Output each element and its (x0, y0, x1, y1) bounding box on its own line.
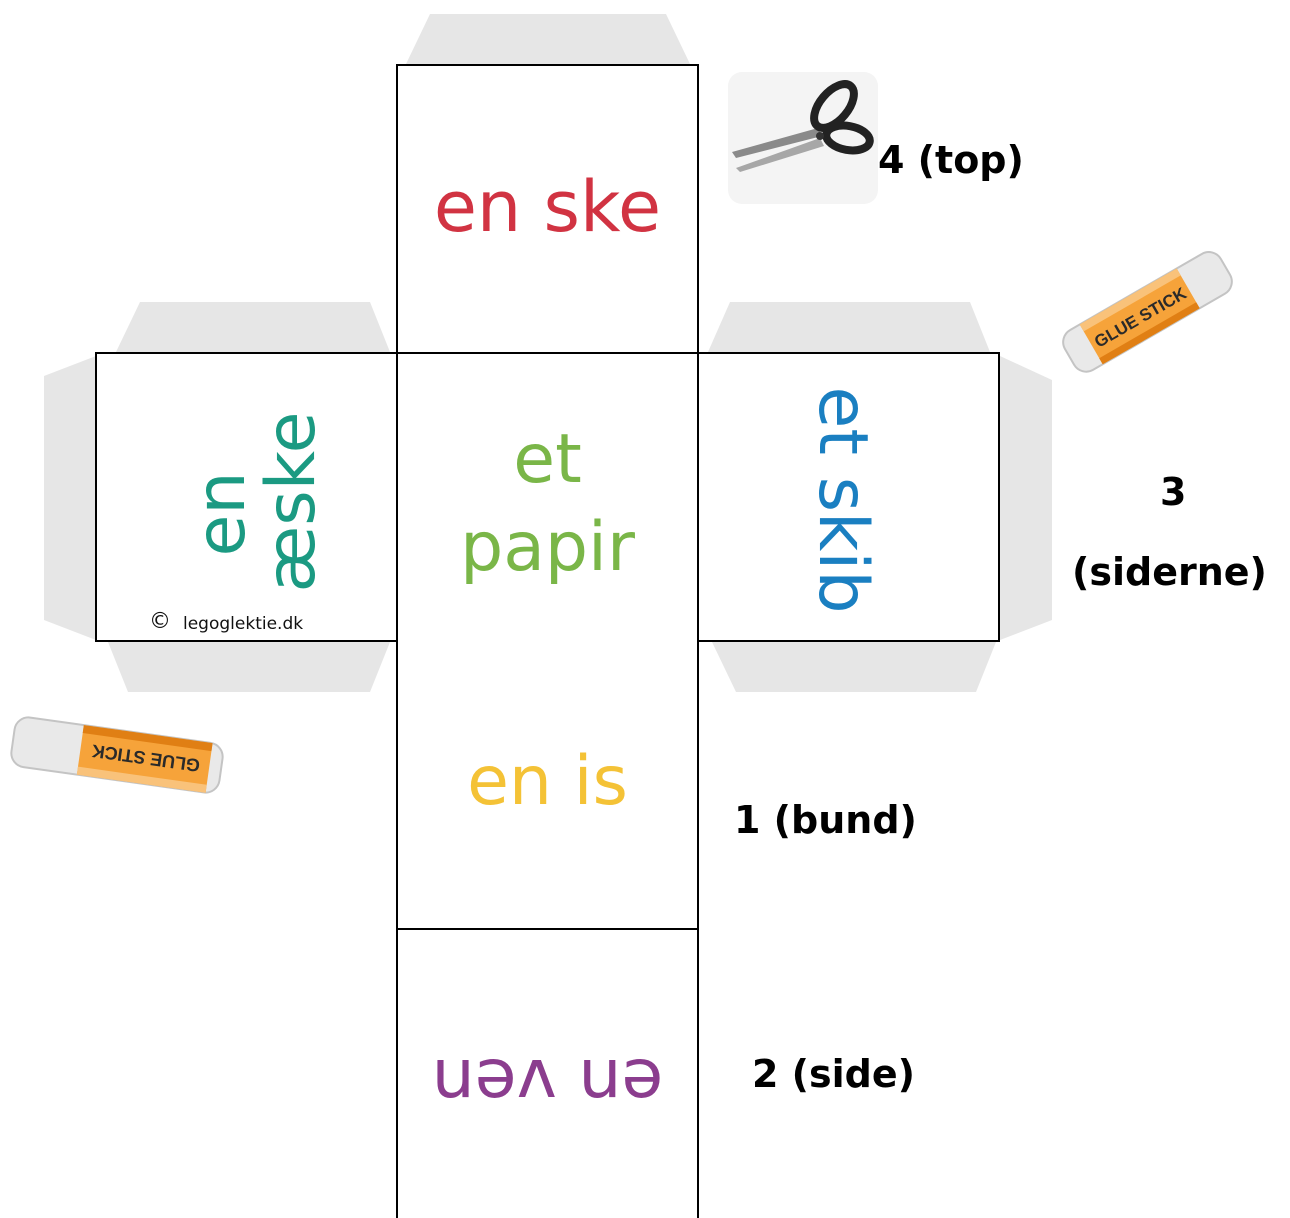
glue-tab-top (406, 14, 690, 64)
glue-tab-left-bottom (108, 642, 390, 692)
face-bottom-word: en ven (431, 1043, 664, 1122)
face-lower: en is (396, 640, 699, 930)
face-left-word-line2: æske (252, 411, 331, 593)
glue-tab-left-top (116, 302, 390, 352)
copyright-text: legoglektie.dk (183, 614, 304, 634)
face-lower-word: en is (467, 742, 628, 821)
glue-tab-right-bottom (712, 642, 996, 692)
face-top: en ske (396, 64, 699, 354)
face-bottom: en ven (396, 928, 699, 1218)
face-right-word: et skib (803, 386, 882, 614)
label-bottom: 1 (bund) (734, 798, 917, 842)
glue-stick-icon-2: GLUE STICK (10, 716, 224, 794)
glue-stick-icon: GLUE STICK (1062, 251, 1233, 373)
face-center-word-line2: papir (460, 508, 635, 587)
label-side: 2 (side) (752, 1052, 916, 1096)
scissors-icon (728, 72, 878, 204)
face-center-word-line1: et (513, 420, 582, 499)
label-sides-number: 3 (1160, 470, 1187, 514)
glue-tab-right-side (1000, 356, 1052, 640)
glue-tab-left-side (44, 356, 96, 640)
copyright-symbol: © (149, 609, 171, 634)
glue-tab-right-top (708, 302, 990, 352)
face-right: et skib (697, 352, 1000, 642)
label-sides-word: (siderne) (1072, 550, 1267, 594)
face-top-word: en ske (433, 166, 662, 248)
face-left-word-line1: en (182, 471, 261, 557)
label-top: 4 (top) (878, 138, 1024, 182)
face-left: en æske © legoglektie.dk (95, 352, 398, 642)
face-center: et papir (396, 352, 699, 642)
